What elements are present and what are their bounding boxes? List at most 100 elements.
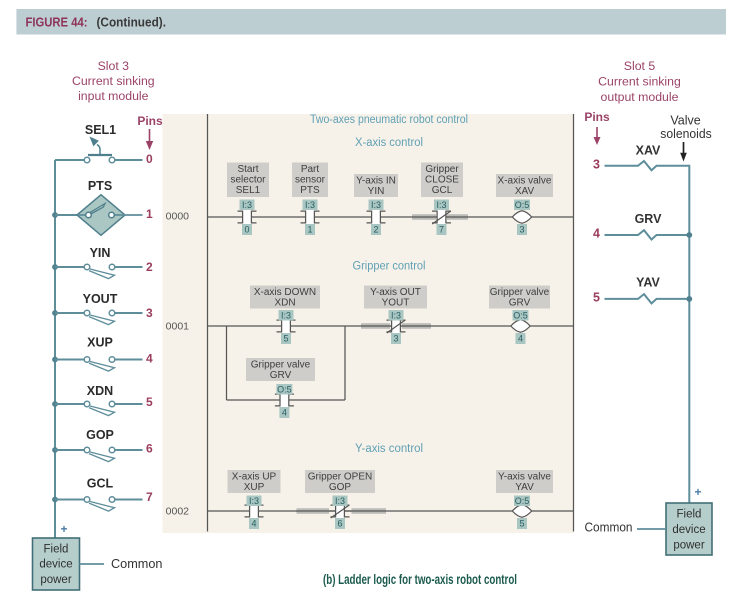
svg-text:4: 4 — [282, 408, 287, 418]
svg-text:3: 3 — [519, 225, 524, 235]
svg-text:I:3: I:3 — [305, 200, 315, 210]
svg-text:Y-axis IN: Y-axis IN — [356, 176, 396, 187]
svg-text:+: + — [694, 485, 701, 499]
svg-text:I:3: I:3 — [242, 200, 252, 210]
svg-text:YAV: YAV — [636, 276, 660, 290]
svg-text:5: 5 — [283, 334, 288, 344]
svg-text:device: device — [39, 559, 72, 571]
svg-text:Valve: Valve — [670, 114, 700, 128]
svg-text:SEL1: SEL1 — [236, 185, 261, 196]
svg-text:6: 6 — [146, 442, 153, 456]
svg-text:5: 5 — [593, 291, 600, 305]
svg-text:(b) Ladder logic for two-axis: (b) Ladder logic for two-axis robot cont… — [323, 572, 517, 587]
svg-text:I:3: I:3 — [249, 496, 259, 506]
svg-text:input module: input module — [78, 89, 149, 103]
svg-text:XDN: XDN — [87, 384, 113, 398]
svg-text:Gripper: Gripper — [425, 164, 459, 175]
svg-text:4: 4 — [251, 519, 256, 529]
svg-text:4: 4 — [146, 352, 153, 366]
svg-text:solenoids: solenoids — [660, 127, 712, 141]
svg-text:I:3: I:3 — [436, 200, 446, 210]
svg-text:2: 2 — [373, 225, 378, 235]
svg-text:device: device — [672, 524, 705, 536]
svg-text:I:3: I:3 — [371, 200, 381, 210]
svg-text:XAV: XAV — [636, 144, 661, 158]
svg-text:Field: Field — [677, 509, 702, 521]
svg-text:XUP: XUP — [244, 482, 265, 493]
svg-text:SEL1: SEL1 — [85, 123, 116, 137]
svg-text:GOP: GOP — [86, 428, 114, 442]
svg-text:Pins: Pins — [584, 110, 610, 124]
svg-text:Gripper control: Gripper control — [353, 261, 426, 273]
svg-text:1: 1 — [307, 225, 312, 235]
svg-text:5: 5 — [519, 519, 524, 529]
svg-text:GRV: GRV — [270, 370, 292, 381]
svg-text:YOUT: YOUT — [382, 298, 410, 309]
svg-text:FIGURE 44:: FIGURE 44: — [26, 15, 88, 29]
svg-text:1: 1 — [146, 207, 153, 221]
svg-text:power: power — [673, 540, 704, 552]
svg-text:YOUT: YOUT — [83, 292, 118, 306]
svg-text:X-axis DOWN: X-axis DOWN — [254, 287, 316, 298]
svg-text:O:5: O:5 — [515, 200, 530, 210]
svg-text:Gripper OPEN: Gripper OPEN — [308, 472, 372, 483]
svg-text:XDN: XDN — [274, 298, 295, 309]
svg-text:4: 4 — [593, 227, 600, 241]
svg-text:XUP: XUP — [87, 336, 113, 350]
svg-text:Two-axes pneumatic robot contr: Two-axes pneumatic robot control — [310, 114, 468, 126]
svg-text:I:3: I:3 — [281, 311, 291, 321]
svg-text:Part: Part — [301, 164, 320, 175]
svg-text:0: 0 — [244, 225, 249, 235]
svg-text:GOP: GOP — [329, 482, 352, 493]
svg-text:Start: Start — [237, 164, 258, 175]
svg-text:Gripper valve: Gripper valve — [251, 360, 311, 371]
svg-text:0: 0 — [146, 152, 153, 166]
svg-text:2: 2 — [146, 260, 153, 274]
svg-text:Y-axis control: Y-axis control — [355, 443, 423, 455]
svg-text:3: 3 — [393, 334, 398, 344]
svg-text:XAV: XAV — [515, 186, 535, 197]
svg-text:O:5: O:5 — [513, 311, 528, 321]
svg-text:Field: Field — [44, 544, 69, 556]
svg-text:Current sinking: Current sinking — [598, 75, 681, 89]
svg-text:0001: 0001 — [166, 321, 190, 333]
svg-text:O:5: O:5 — [515, 496, 530, 506]
svg-text:YIN: YIN — [90, 246, 111, 260]
svg-text:4: 4 — [518, 334, 523, 344]
svg-text:O:5: O:5 — [277, 385, 292, 395]
svg-text:X-axis UP: X-axis UP — [232, 472, 277, 483]
svg-text:Slot 3: Slot 3 — [98, 59, 130, 73]
svg-text:X-axis control: X-axis control — [355, 137, 423, 149]
svg-text:selector: selector — [230, 175, 266, 186]
svg-text:GCL: GCL — [87, 477, 114, 491]
svg-text:output module: output module — [601, 90, 679, 104]
svg-text:(Continued).: (Continued). — [97, 15, 167, 29]
svg-text:7: 7 — [439, 225, 444, 235]
svg-text:Y-axis OUT: Y-axis OUT — [370, 287, 421, 298]
svg-text:sensor: sensor — [295, 175, 326, 186]
svg-text:Current sinking: Current sinking — [72, 74, 155, 88]
svg-text:PTS: PTS — [88, 179, 112, 193]
svg-text:0002: 0002 — [166, 506, 190, 518]
svg-text:Pins: Pins — [137, 114, 163, 128]
svg-text:5: 5 — [146, 395, 153, 409]
svg-text:YIN: YIN — [368, 186, 385, 197]
svg-text:Gripper valve: Gripper valve — [490, 287, 550, 298]
svg-text:0000: 0000 — [166, 211, 190, 223]
svg-text:I:3: I:3 — [391, 311, 401, 321]
svg-text:Common: Common — [111, 557, 163, 571]
svg-text:GCL: GCL — [432, 185, 453, 196]
svg-text:Common: Common — [585, 521, 633, 535]
svg-text:X-axis valve: X-axis valve — [498, 176, 552, 187]
svg-text:I:3: I:3 — [335, 496, 345, 506]
svg-text:7: 7 — [146, 490, 153, 504]
svg-text:+: + — [60, 522, 67, 536]
svg-text:GRV: GRV — [509, 298, 531, 309]
svg-text:Y-axis valve: Y-axis valve — [498, 472, 551, 483]
svg-text:PTS: PTS — [300, 185, 320, 196]
svg-text:CLOSE: CLOSE — [425, 175, 459, 186]
svg-text:power: power — [40, 574, 71, 586]
svg-text:6: 6 — [337, 519, 342, 529]
svg-text:GRV: GRV — [635, 212, 663, 226]
svg-text:3: 3 — [593, 158, 600, 172]
